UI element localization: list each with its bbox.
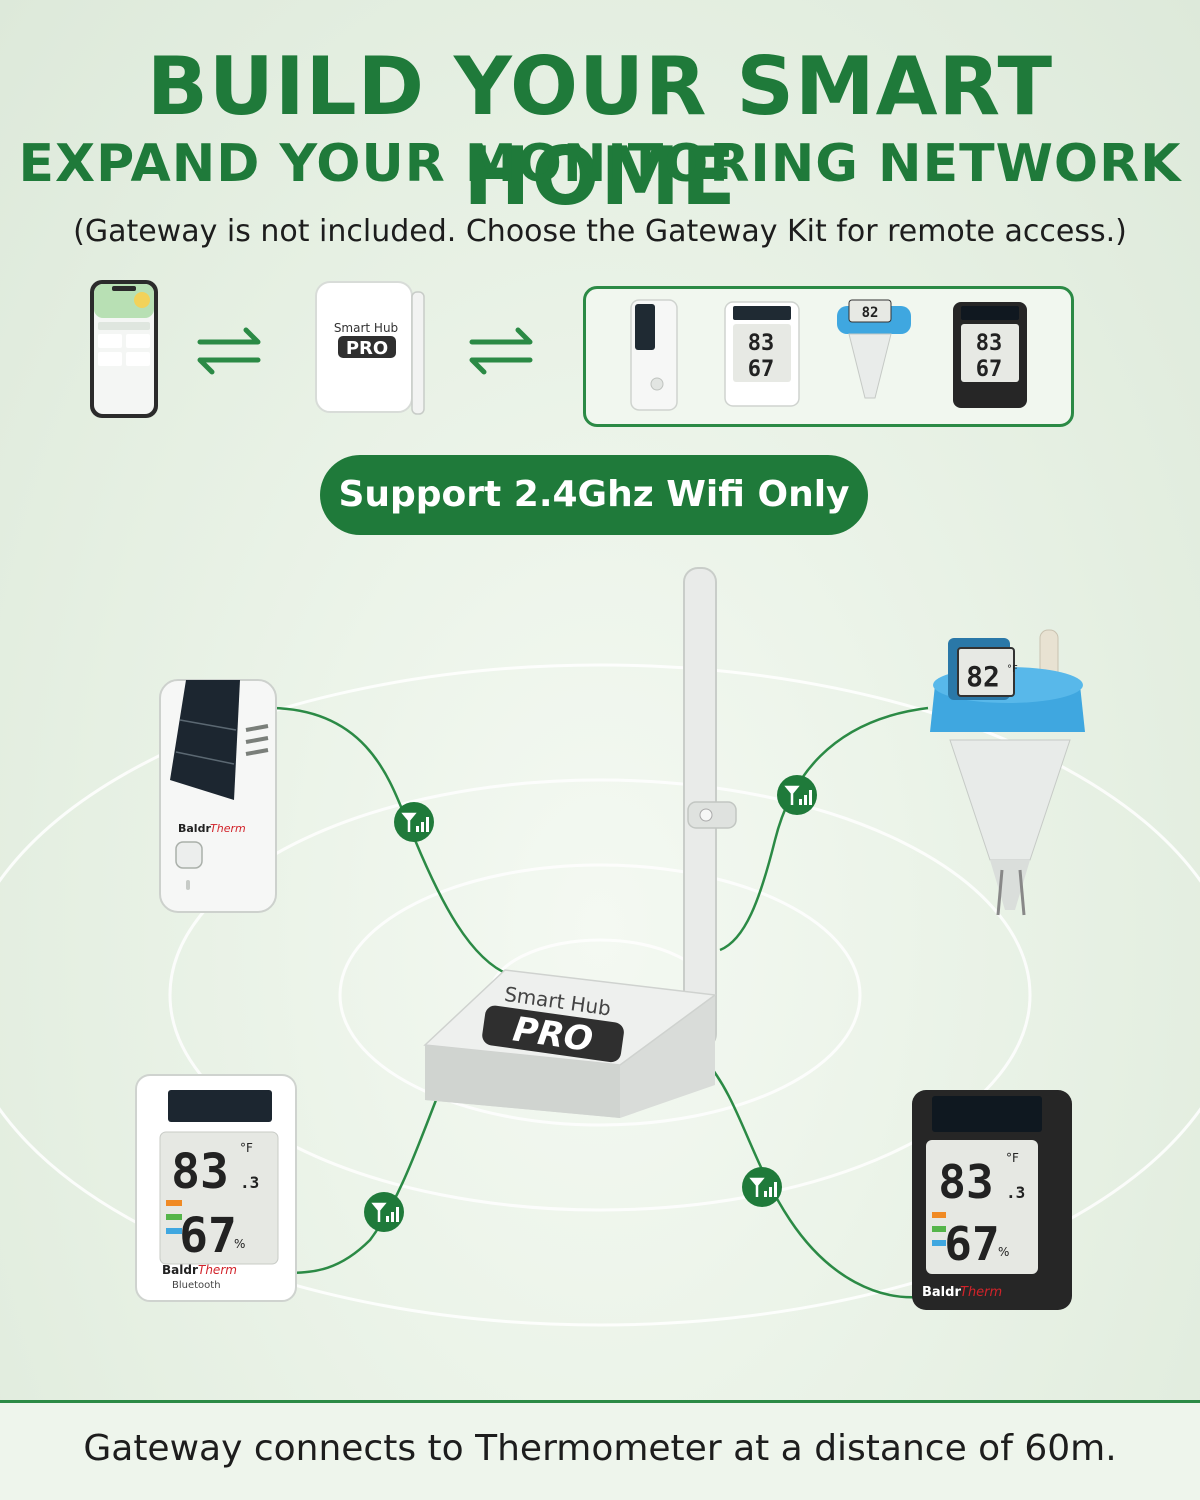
svg-text:83: 83 [171,1144,229,1200]
svg-text:83: 83 [976,331,1003,356]
bidirectional-arrow-icon [197,327,261,375]
wifi-badge: Support 2.4Ghz Wifi Only [320,455,868,535]
svg-text:PRO: PRO [346,338,388,359]
sensor-top-left-image: Baldr Therm [159,679,277,913]
svg-text:Therm: Therm [210,822,246,835]
thermometer-bottom-right-image: 83 .3 °F 67 % Baldr Therm [912,1090,1072,1310]
footer-caption: Gateway connects to Thermometer at a dis… [0,1403,1200,1500]
signal-icon [777,775,817,815]
thermometer-white-image: 83 67 [724,301,800,407]
svg-text:Baldr: Baldr [178,822,211,835]
svg-text:83: 83 [748,331,775,356]
svg-text:.3: .3 [1006,1183,1025,1202]
svg-text:%: % [234,1237,245,1251]
pool-thermometer-image: 82 [837,299,911,399]
phone-icon [90,280,158,418]
signal-icon [394,802,434,842]
signal-icon [742,1167,782,1207]
bidirectional-arrow-icon [469,327,533,375]
sensor-vertical-image [630,299,678,411]
svg-text:.3: .3 [240,1173,259,1192]
signal-icon [364,1192,404,1232]
svg-text:°F: °F [240,1141,253,1155]
subheadline: EXPAND YOUR MONITORING NETWORK [18,134,1182,194]
footer-divider [0,1400,1200,1403]
connection-row: Smart Hub PRO [90,280,533,418]
thermometer-bottom-left-image: 83 .3 °F 67 % Baldr Therm Bluetooth [135,1074,297,1302]
headline: BUILD YOUR SMART HOME [146,40,1054,223]
svg-text:Baldr: Baldr [922,1285,961,1300]
svg-text:°F: °F [1006,1151,1019,1165]
svg-text:67: 67 [748,357,775,382]
svg-text:Smart Hub: Smart Hub [334,321,398,335]
svg-text:67: 67 [944,1217,999,1271]
svg-text:82: 82 [862,305,879,321]
svg-text:82: 82 [966,660,1000,693]
smart-hub-pro-image: Smart Hub PRO [423,567,737,1118]
svg-text:Therm: Therm [198,1263,237,1277]
svg-text:Bluetooth: Bluetooth [172,1280,221,1291]
svg-text:Therm: Therm [960,1285,1002,1300]
svg-text:%: % [998,1245,1009,1259]
svg-text:67: 67 [179,1208,237,1264]
svg-text:67: 67 [976,357,1003,382]
supported-devices-row: 83 67 82 83 67 [630,299,1027,411]
smart-hub-image: Smart Hub PRO [315,281,425,415]
thermometer-black-image: 83 67 [953,302,1027,408]
gateway-note: (Gateway is not included. Choose the Gat… [73,214,1127,249]
network-diagram: Smart Hub PRO Baldr Therm 82 °F [0,567,1200,1327]
svg-text:83: 83 [938,1155,993,1209]
svg-text:Baldr: Baldr [162,1263,198,1277]
svg-text:°F: °F [1007,664,1018,675]
pool-thermometer-right-image: 82 °F [930,629,1085,916]
